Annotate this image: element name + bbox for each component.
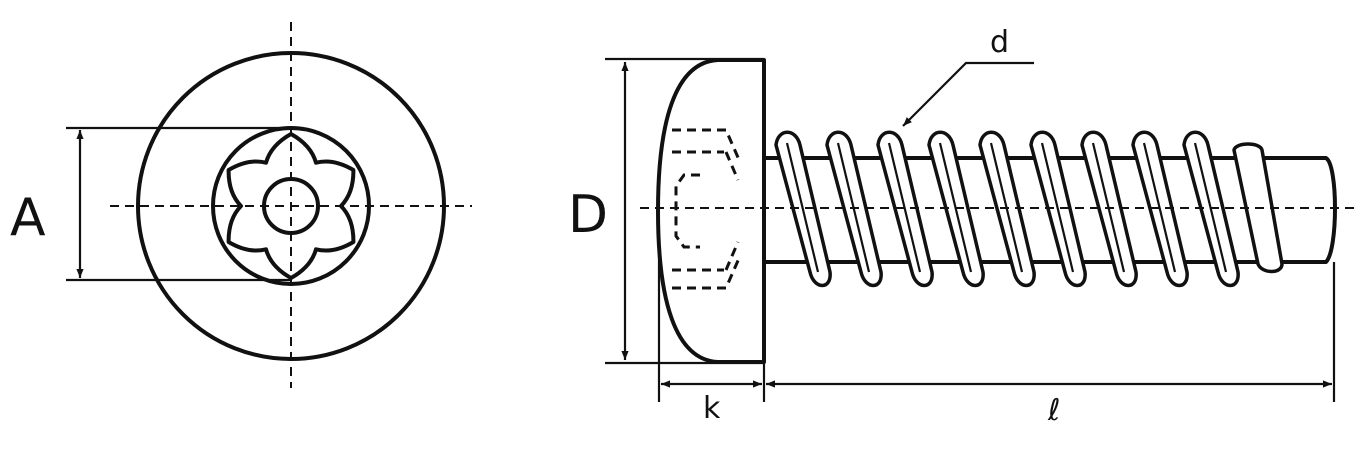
- dimension-d-leader: [902, 61, 1034, 127]
- screw-shank: [762, 156, 1337, 264]
- screw-side-view: D k ℓ d: [568, 25, 1358, 428]
- hidden-recess-lines: [672, 128, 742, 290]
- dimension-k-label: k: [703, 391, 721, 426]
- dimension-a-label: A: [10, 188, 46, 248]
- torx-recess-star: [226, 132, 356, 280]
- pan-head-outline: [656, 58, 766, 364]
- head-front-view: A: [10, 22, 472, 388]
- thread-d-label: d: [990, 25, 1009, 60]
- dimension-d-label: D: [568, 185, 608, 245]
- head-outer-circle: [136, 51, 446, 361]
- dimension-l-label: ℓ: [1047, 393, 1060, 428]
- security-pin: [262, 177, 320, 235]
